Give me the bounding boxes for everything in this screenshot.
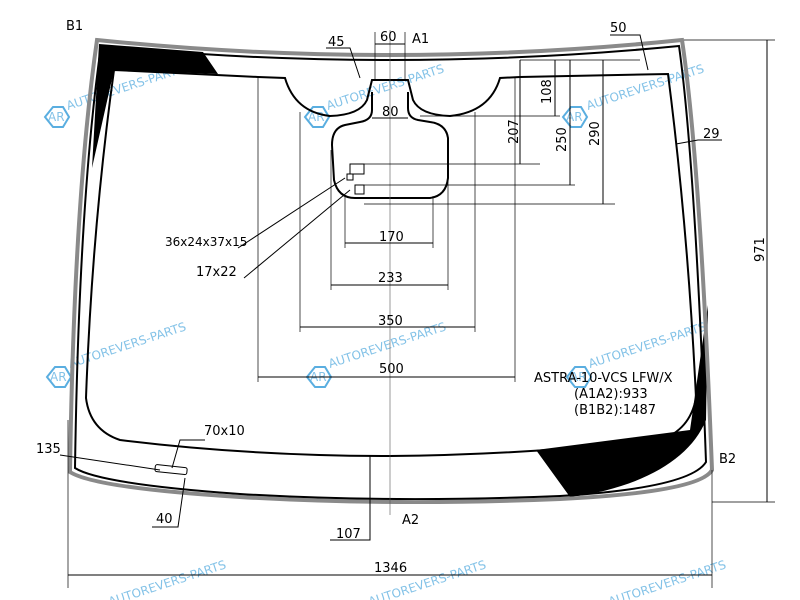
dimension-label: 250 — [555, 127, 570, 152]
windshield-glass-edge — [73, 44, 708, 501]
dimension-label: 70x10 — [204, 424, 245, 439]
dimension-label: 170 — [379, 230, 404, 245]
dimension-label: 40 — [156, 512, 173, 527]
dimension-label: 207 — [507, 119, 522, 144]
corner-label-b1: B1 — [66, 19, 83, 34]
corner-label-b2: B2 — [719, 452, 736, 467]
visible-area-outline — [84, 68, 698, 458]
shade-bottom-right — [536, 305, 708, 497]
sensor-area — [330, 92, 449, 199]
dimension-label: 1346 — [374, 561, 407, 576]
corner-label-a2: A2 — [402, 513, 419, 528]
corner-label-a1: A1 — [412, 32, 429, 47]
dimension-b1b2: (B1B2):1487 — [574, 403, 656, 418]
watermark-text: AUTOREVERS-PARTS — [587, 320, 708, 371]
dimension-label: 290 — [588, 121, 603, 146]
callout-sensor-size: 36x24x37x15 — [165, 235, 247, 249]
dimension-label: 107 — [336, 527, 361, 542]
watermark-text: AUTOREVERS-PARTS — [607, 558, 728, 600]
dimension-label: 350 — [378, 314, 403, 329]
watermark-text: AUTOREVERS-PARTS — [67, 320, 188, 371]
watermark: AR AUTOREVERS-PARTS — [45, 320, 188, 388]
dimension-label: 500 — [379, 362, 404, 377]
mirror-sensor-icon — [354, 184, 365, 195]
sensor-strip-icon — [154, 464, 188, 476]
watermark-logo: AR — [48, 110, 65, 124]
watermark-logo: AR — [566, 110, 583, 124]
leader-lines — [59, 34, 722, 541]
shade-top-left — [92, 44, 218, 168]
dimension-label: 29 — [703, 127, 720, 142]
watermark-logo-icon — [565, 366, 593, 388]
watermark-logo-icon — [561, 106, 589, 128]
watermark-logo: AR — [50, 370, 67, 384]
dimension-label: 80 — [382, 105, 399, 120]
height-dimension-lines — [68, 40, 768, 576]
watermark-text: AUTOREVERS-PARTS — [107, 558, 228, 600]
watermark-logo-icon — [303, 106, 331, 128]
dimension-label: 135 — [36, 442, 61, 457]
watermark-group: AR AUTOREVERS-PARTS AR AUTOREVERS-PARTS … — [43, 62, 728, 600]
dimension-label: 108 — [540, 79, 555, 104]
dimension-label: 971 — [753, 237, 768, 262]
windshield-outer-frame — [67, 37, 715, 505]
dimension-label: 50 — [610, 21, 627, 36]
width-extension-lines — [257, 77, 516, 382]
watermark-logo-icon — [43, 106, 71, 128]
height-extension-lines — [67, 32, 775, 588]
watermark-logo: AR — [570, 370, 587, 384]
part-code: ASTRA-10-VCS LFW/X — [534, 371, 673, 386]
sensor-small-icon — [346, 173, 354, 181]
sensor-module-icon — [349, 163, 365, 175]
width-dimension-lines — [258, 43, 515, 378]
dimension-label: 45 — [328, 35, 345, 50]
callout-mirror-size: 17x22 — [196, 265, 237, 280]
watermark: AR AUTOREVERS-PARTS — [303, 62, 446, 128]
dimension-label: 233 — [378, 271, 403, 286]
dimension-a1a2: (A1A2):933 — [574, 387, 648, 402]
dimension-label: 60 — [380, 30, 397, 45]
